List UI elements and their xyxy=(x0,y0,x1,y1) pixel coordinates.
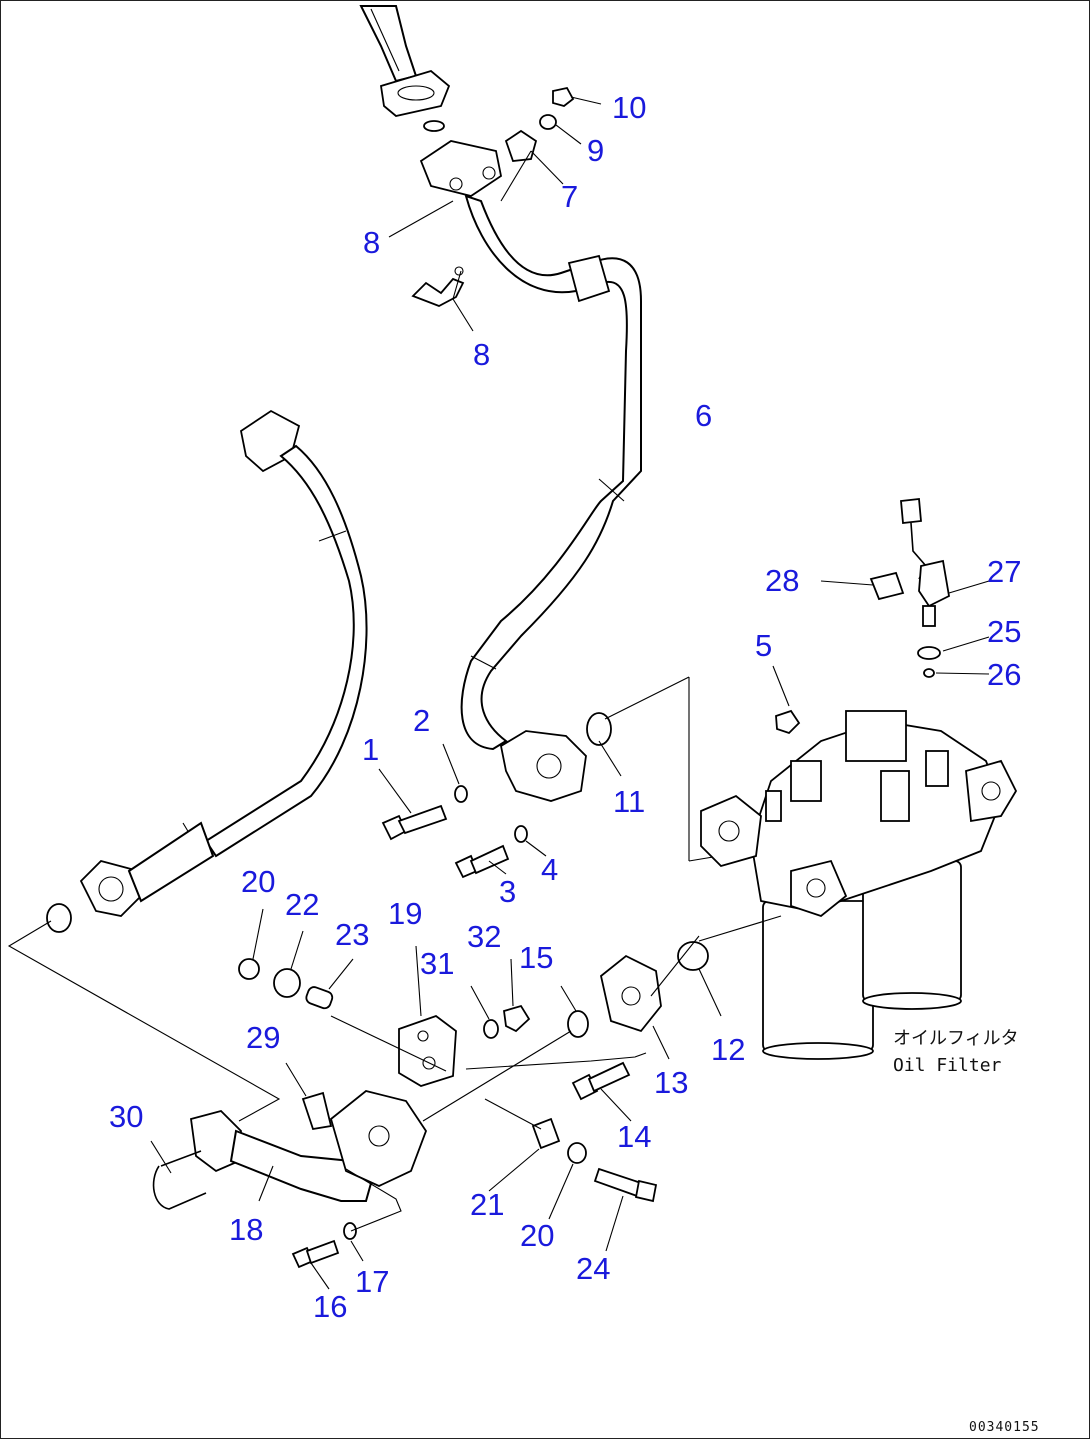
callout-23: 23 xyxy=(335,917,369,952)
callout-28: 28 xyxy=(765,563,799,598)
callout-13: 13 xyxy=(654,1065,688,1100)
callout-16: 16 xyxy=(313,1289,347,1324)
callout-8-upper: 8 xyxy=(363,225,380,260)
drawing-code: 00340155 xyxy=(969,1420,1040,1435)
callout-4: 4 xyxy=(541,852,558,887)
callout-21: 21 xyxy=(470,1187,504,1222)
callout-1: 1 xyxy=(362,732,379,767)
callout-15: 15 xyxy=(519,940,553,975)
callout-20-upper: 20 xyxy=(241,864,275,899)
callout-32: 32 xyxy=(467,919,501,954)
hose-6 xyxy=(359,5,642,802)
callout-6: 6 xyxy=(695,398,712,433)
callout-labels: 10 9 7 8 8 6 28 27 25 26 5 2 1 11 4 3 20… xyxy=(109,90,1021,1324)
callout-31: 31 xyxy=(420,946,454,981)
oil-filter-label-jp: オイルフィルタ xyxy=(893,1028,1019,1049)
callout-12: 12 xyxy=(711,1032,745,1067)
bolts-group xyxy=(381,712,612,879)
callout-10: 10 xyxy=(612,90,646,125)
callout-18: 18 xyxy=(229,1212,263,1247)
callout-20-lower: 20 xyxy=(520,1218,554,1253)
oil-filter-assembly xyxy=(677,498,1018,1060)
callout-25: 25 xyxy=(987,614,1021,649)
callout-19: 19 xyxy=(388,896,422,931)
callout-9: 9 xyxy=(587,133,604,168)
callout-30: 30 xyxy=(109,1099,143,1134)
callout-2: 2 xyxy=(413,703,430,738)
callout-17: 17 xyxy=(355,1264,389,1299)
callout-3: 3 xyxy=(499,874,516,909)
callout-11: 11 xyxy=(613,784,645,819)
callout-22: 22 xyxy=(285,887,319,922)
callout-14: 14 xyxy=(617,1119,651,1154)
oil-filter-label-en: Oil Filter xyxy=(893,1055,1002,1076)
callout-29: 29 xyxy=(246,1020,280,1055)
callout-24: 24 xyxy=(576,1251,610,1286)
leader-lines xyxy=(7,96,990,1290)
lower-assembly xyxy=(152,954,662,1269)
callout-27: 27 xyxy=(987,554,1021,589)
callout-8-lower: 8 xyxy=(473,337,490,372)
callout-7: 7 xyxy=(561,179,578,214)
left-hose xyxy=(46,409,368,933)
callout-5: 5 xyxy=(755,628,772,663)
callout-26: 26 xyxy=(987,657,1021,692)
